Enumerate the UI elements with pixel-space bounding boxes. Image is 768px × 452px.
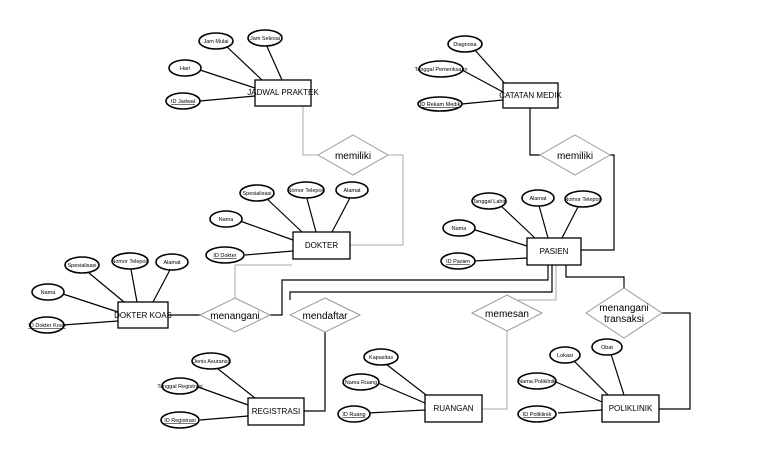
svg-text:Hari: Hari [180, 66, 190, 72]
svg-text:Lokasi: Lokasi [557, 353, 573, 359]
attribute-id-poliklinik: ID Poliklinik [517, 405, 557, 423]
svg-text:Jenis Asuransi: Jenis Asuransi [193, 359, 228, 365]
attribute-id-ruang: ID Ruang [337, 405, 371, 423]
attribute-id-registrasi: ID Registrasi [160, 411, 200, 429]
svg-text:Kapasitas: Kapasitas [369, 355, 393, 361]
svg-text:ID Pasien: ID Pasien [446, 259, 470, 265]
attribute-nama-poliklinik: Nama Poliklinik [517, 372, 557, 390]
svg-text:Nama: Nama [219, 217, 235, 223]
svg-text:Alamat: Alamat [343, 188, 361, 194]
entity-ruangan: RUANGAN [424, 394, 483, 423]
attribute-id-jadwal: ID Jadwal [165, 92, 201, 110]
attribute-dokter-spesialisasi: Spesialisasi [239, 184, 275, 202]
svg-text:DOKTER KOAS: DOKTER KOAS [114, 311, 172, 320]
svg-text:RUANGAN: RUANGAN [433, 404, 473, 413]
svg-text:Tanggal Pemeriksaan: Tanggal Pemeriksaan [415, 67, 468, 73]
svg-text:Nama Ruang: Nama Ruang [345, 380, 377, 386]
entity-dokter: DOKTER [292, 231, 351, 260]
svg-text:transaksi: transaksi [604, 314, 644, 325]
attribute-diagnosa: Diagnosa [447, 35, 483, 53]
entity-registrasi: REGISTRASI [247, 397, 305, 426]
attribute-hari: Hari [168, 59, 202, 77]
attribute-id-rekam-medik: ID Rekam Medik [417, 96, 463, 112]
entity-poliklinik: POLIKLINIK [601, 394, 660, 423]
svg-text:memiliki: memiliki [335, 151, 371, 162]
svg-text:memesan: memesan [485, 309, 529, 320]
relationship-memiliki-catatan: memiliki [538, 134, 612, 176]
svg-text:menangani: menangani [210, 311, 259, 322]
attribute-id-pasien: ID Pasien [440, 252, 476, 270]
svg-text:Alamat: Alamat [163, 260, 181, 266]
attribute-lokasi: Lokasi [549, 346, 581, 364]
svg-text:Nomor Telepon: Nomor Telepon [287, 188, 324, 194]
attribute-id-dokter: ID Dokter [205, 246, 245, 264]
relationship-mendaftar: mendaftar [288, 297, 362, 333]
connector-lines [62, 41, 691, 421]
attribute-pasien-nomor-telepon: Nomor Telepon [564, 190, 602, 208]
svg-text:ID Jadwal: ID Jadwal [171, 99, 195, 105]
svg-text:Spesialisasi: Spesialisasi [67, 263, 96, 269]
svg-text:Alamat: Alamat [529, 196, 547, 202]
entity-pasien: PASIEN [526, 237, 582, 266]
attribute-obat: Obat [591, 338, 623, 356]
svg-text:Obat: Obat [601, 345, 613, 351]
svg-text:PASIEN: PASIEN [540, 247, 569, 256]
svg-text:Spesialisasi: Spesialisasi [242, 191, 271, 197]
entity-dokter-koas: DOKTER KOAS [114, 301, 172, 329]
svg-text:Nomor Telepon: Nomor Telepon [564, 197, 601, 203]
svg-text:REGISTRASI: REGISTRASI [252, 407, 300, 416]
svg-text:POLIKLINIK: POLIKLINIK [609, 404, 653, 413]
svg-text:memiliki: memiliki [557, 151, 593, 162]
attribute-jam-mulai: Jam Mulai [198, 32, 234, 50]
attribute-jenis-asuransi: Jenis Asuransi [191, 352, 231, 370]
svg-text:Jam Selesai: Jam Selesai [250, 36, 280, 42]
attribute-tanggal-registrasi: Tanggal Registrasi [157, 377, 203, 395]
svg-text:ID Dokter: ID Dokter [213, 253, 236, 259]
attribute-kapasitas: Kapasitas [363, 348, 399, 366]
svg-text:ID Dokter Koas: ID Dokter Koas [28, 323, 66, 329]
attribute-pasien-alamat: Alamat [521, 189, 555, 207]
svg-text:Nama: Nama [41, 290, 57, 296]
svg-text:Nama: Nama [452, 226, 468, 232]
entity-jadwal-praktek: JADWAL PRAKTEK [247, 79, 319, 107]
relationship-memiliki-jadwal: memiliki [316, 134, 390, 176]
svg-text:Nomor Telepon: Nomor Telepon [111, 259, 148, 265]
svg-text:menangani: menangani [599, 303, 648, 314]
attribute-pasien-nama: Nama [442, 219, 476, 237]
relationship-memesan: memesan [470, 294, 544, 332]
svg-text:DOKTER: DOKTER [305, 241, 339, 250]
attribute-koas-nomor-telepon: Nomor Telepon [111, 252, 149, 270]
attribute-pasien-tanggal-lahir: Tanggal Lahir [471, 192, 507, 210]
attribute-dokter-alamat: Alamat [335, 181, 369, 199]
svg-text:ID Ruang: ID Ruang [342, 412, 365, 418]
svg-text:Diagnosa: Diagnosa [453, 42, 477, 48]
attribute-id-dokter-koas: ID Dokter Koas [28, 316, 66, 334]
attribute-koas-spesialisasi: Spesialisasi [64, 256, 100, 274]
svg-text:JADWAL PRAKTEK: JADWAL PRAKTEK [247, 88, 319, 97]
relationship-menangani: menangani [198, 297, 272, 333]
svg-text:Tanggal Lahir: Tanggal Lahir [472, 199, 505, 205]
attribute-nama-ruang: Nama Ruang [342, 373, 380, 391]
relationship-menangani-transaksi: menangani transaksi [585, 287, 663, 339]
entity-catatan-medik: CATATAN MEDIK [499, 82, 562, 109]
svg-text:Tanggal Registrasi: Tanggal Registrasi [157, 384, 202, 390]
attribute-koas-nama: Nama [31, 283, 65, 301]
svg-text:CATATAN MEDIK: CATATAN MEDIK [499, 91, 562, 100]
svg-text:ID Rekam Medik: ID Rekam Medik [420, 102, 461, 108]
svg-text:mendaftar: mendaftar [302, 311, 348, 322]
svg-text:Nama Poliklinik: Nama Poliklinik [518, 379, 556, 385]
attribute-tanggal-pemeriksaan: Tanggal Pemeriksaan [415, 60, 468, 78]
svg-text:ID Poliklinik: ID Poliklinik [523, 412, 552, 418]
attribute-jam-selesai: Jam Selesai [247, 29, 283, 47]
attribute-dokter-nomor-telepon: Nomor Telepon [287, 181, 325, 199]
attribute-dokter-nama: Nama [209, 210, 243, 228]
attribute-koas-alamat: Alamat [155, 253, 189, 271]
svg-text:Jam Mulai: Jam Mulai [203, 39, 228, 45]
svg-text:ID Registrasi: ID Registrasi [164, 418, 195, 424]
